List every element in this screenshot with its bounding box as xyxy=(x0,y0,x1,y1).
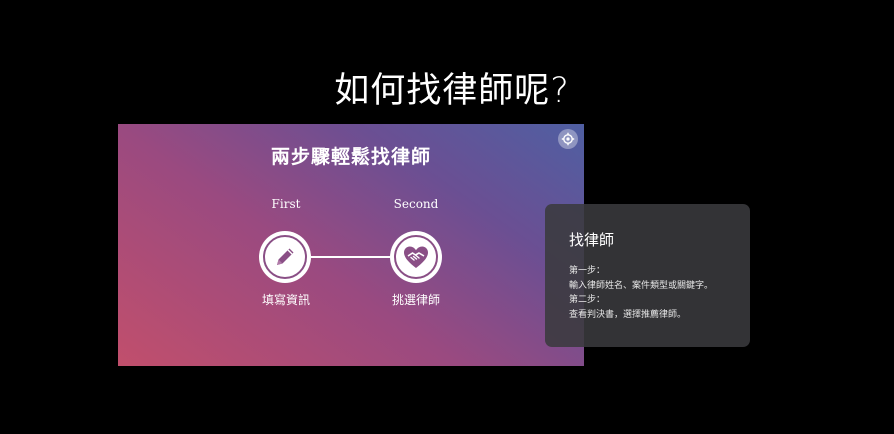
step-first-heading: First xyxy=(271,197,301,211)
step-first-caption: 填寫資訊 xyxy=(261,293,310,307)
tooltip-panel: 找律師 第一步： 輸入律師姓名、案件類型或關鍵字。 第二步： 查看判決書，選擇推… xyxy=(545,204,750,347)
tooltip-line-step2-text: 查看判決書，選擇推薦律師。 xyxy=(569,309,687,320)
tooltip-title: 找律師 xyxy=(569,231,615,249)
settings-button[interactable] xyxy=(558,129,578,149)
tooltip-line-step2-label: 第二步： xyxy=(569,295,606,305)
handshake-heart-icon xyxy=(404,246,428,268)
page-title: 如何找律師呢? xyxy=(334,71,570,111)
step-second-circle[interactable] xyxy=(390,231,442,283)
step-first-circle[interactable] xyxy=(259,231,311,283)
step-second-caption: 挑選律師 xyxy=(391,293,440,307)
tooltip-line-step1-label: 第一步： xyxy=(569,266,606,276)
slide-title: 兩步驟輕鬆找律師 xyxy=(270,146,431,168)
settings-icon xyxy=(561,132,575,146)
step-second-heading: Second xyxy=(393,197,439,211)
tooltip-line-step1-text: 輸入律師姓名、案件類型或關鍵字。 xyxy=(569,280,714,291)
step-connector xyxy=(311,256,390,258)
pencil-icon xyxy=(277,248,294,265)
slide-card: 兩步驟輕鬆找律師 First Second xyxy=(118,124,584,366)
